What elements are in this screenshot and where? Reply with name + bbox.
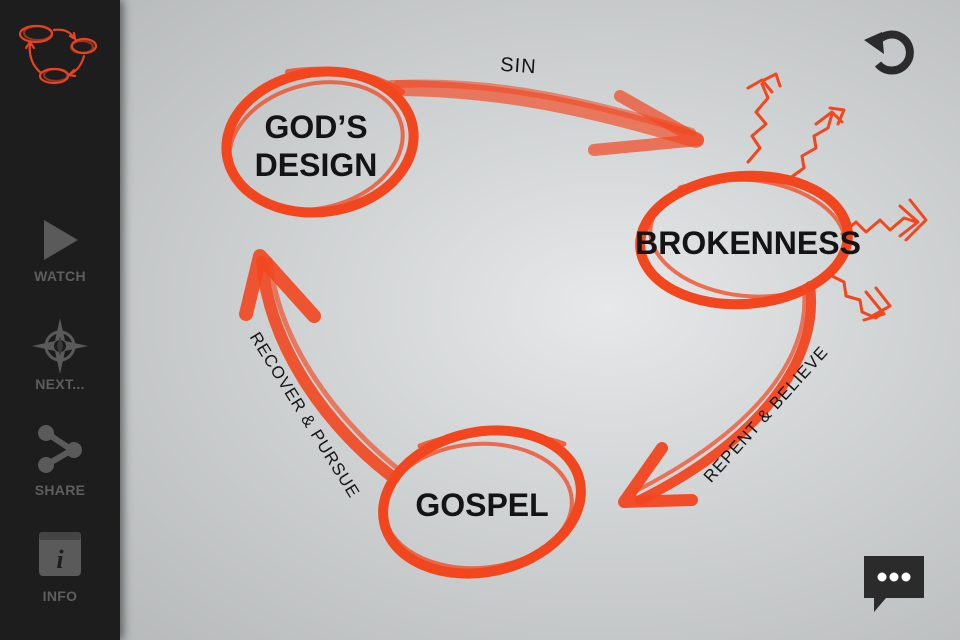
gods-design-label-line1: GOD’S [264,109,367,145]
three-circles-diagram: GOD’S DESIGN BROKENNESS GOSPEL SIN REPEN… [216,54,928,592]
gospel-circle[interactable] [370,413,595,592]
sidebar: WATCH NEXT... SHARE [0,0,120,640]
sidebar-item-share[interactable]: SHARE [0,424,120,498]
info-icon: i [39,532,81,576]
brokenness-label: BROKENNESS [635,225,861,261]
repent-believe-label: REPENT & BELIEVE [700,342,832,486]
compass-icon [32,318,88,374]
sidebar-item-watch[interactable]: WATCH [0,218,120,284]
sidebar-item-next[interactable]: NEXT... [0,318,120,392]
play-icon [44,220,78,260]
replay-icon [864,30,914,75]
sin-arrow [384,79,704,156]
gods-design-circle[interactable] [216,60,423,228]
brokenness-zigzag-arrows [746,72,928,322]
diagram-canvas: GOD’S DESIGN BROKENNESS GOSPEL SIN REPEN… [120,0,960,640]
brokenness-circle[interactable] [635,169,853,311]
recover-pursue-label: RECOVER & PURSUE [246,329,364,502]
gods-design-label-line2: DESIGN [255,147,378,183]
svg-text:i: i [56,545,64,574]
sidebar-item-label: NEXT... [35,376,85,392]
repent-believe-arrow [618,281,817,508]
share-icon [38,425,82,473]
gospel-label: GOSPEL [415,487,548,523]
sin-label: SIN [500,54,538,78]
sidebar-item-label: WATCH [34,268,86,284]
sidebar-item-label: SHARE [34,482,86,498]
chat-button[interactable] [864,556,924,614]
chat-bubble-icon [864,556,924,612]
sidebar-item-info[interactable]: i INFO [0,530,120,604]
sidebar-item-label: INFO [42,588,78,604]
replay-button[interactable] [862,22,920,80]
recover-pursue-arrow [239,249,405,484]
app-logo-icon[interactable] [14,18,102,94]
